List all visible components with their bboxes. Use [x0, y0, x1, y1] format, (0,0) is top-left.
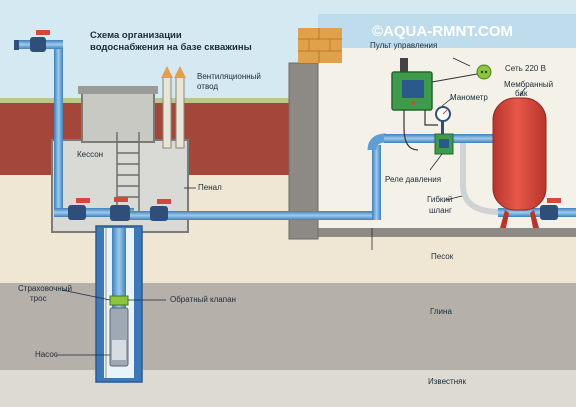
mains-socket [431, 64, 492, 83]
watermark: ©AQUA-RMNT.COM [372, 23, 513, 40]
caisson-label: Кессон [77, 150, 103, 159]
valves [30, 30, 561, 221]
membrane-tank-label-line-2: бак [515, 89, 528, 98]
flex-hose-label-line-2: шланг [429, 206, 452, 215]
valve-icon [540, 198, 561, 220]
safety-cable-label-line-2: трос [30, 294, 47, 303]
leader-lines [56, 57, 526, 356]
control-panel-label: Пульт управления [370, 41, 437, 50]
valve-icon [30, 30, 50, 52]
ventilation-label-line-1: Вентиляционный [197, 72, 261, 81]
brick-chimney [298, 28, 342, 63]
diagram-title-line-2: водоснабжения на базе скважины [90, 42, 252, 53]
pressure-gauge-label: Манометр [450, 93, 488, 102]
valve-icon [68, 198, 90, 220]
pump-label: Насос [35, 350, 58, 359]
membrane-tank-label-line-1: Мембранный [504, 80, 553, 89]
valve-icon [150, 199, 171, 221]
vent-arrow-icon [161, 66, 173, 78]
clay-layer [0, 283, 576, 370]
flex-hose-label-line-1: Гибкий [427, 195, 452, 204]
house-floor [318, 228, 576, 237]
pressure-switch-label: Реле давления [385, 175, 441, 184]
grass-line [0, 98, 576, 103]
pressure-switch [434, 133, 454, 155]
check-valve [109, 295, 129, 306]
limestone-label: Известняк [428, 377, 466, 386]
safety-cable-label-line-1: Страховочный [18, 284, 72, 293]
membrane-tank [492, 97, 547, 228]
diagram-title-line-1: Схема организации [90, 30, 182, 41]
check-valve-label: Обратный клапан [170, 295, 236, 304]
sand-label: Песок [431, 252, 454, 261]
casing-label: Пенал [198, 183, 222, 192]
limestone-layer [0, 370, 576, 407]
house-wall [288, 62, 319, 240]
house-roof-band [318, 14, 576, 48]
ventilation-label-line-2: отвод [197, 82, 218, 91]
control-panel [391, 58, 438, 151]
valve-icon [110, 197, 130, 221]
pressure-gauge [435, 106, 451, 122]
vent-arrow-icon [174, 66, 186, 78]
clay-label: Глина [430, 307, 452, 316]
ventilation-pipes [161, 66, 186, 149]
mains-power-label: Сеть 220 В [505, 64, 546, 73]
well-casing [95, 225, 143, 383]
